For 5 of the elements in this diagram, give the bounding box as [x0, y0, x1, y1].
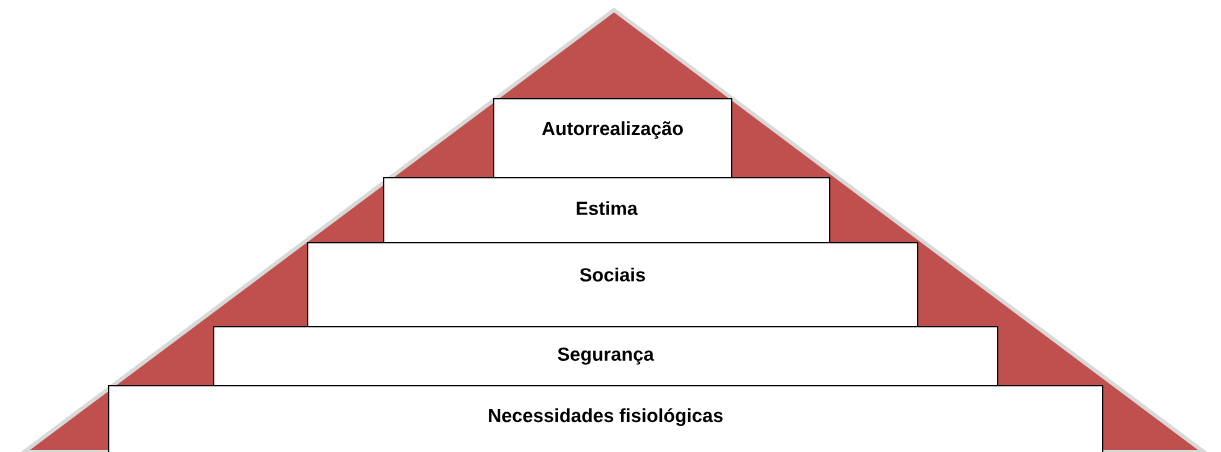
level-box: Autorrealização	[493, 98, 733, 179]
level-box: Estima	[383, 177, 831, 244]
level-box: Segurança	[213, 326, 999, 387]
level-box: Sociais	[307, 242, 919, 328]
level-box: Necessidades fisiológicas	[108, 385, 1104, 452]
